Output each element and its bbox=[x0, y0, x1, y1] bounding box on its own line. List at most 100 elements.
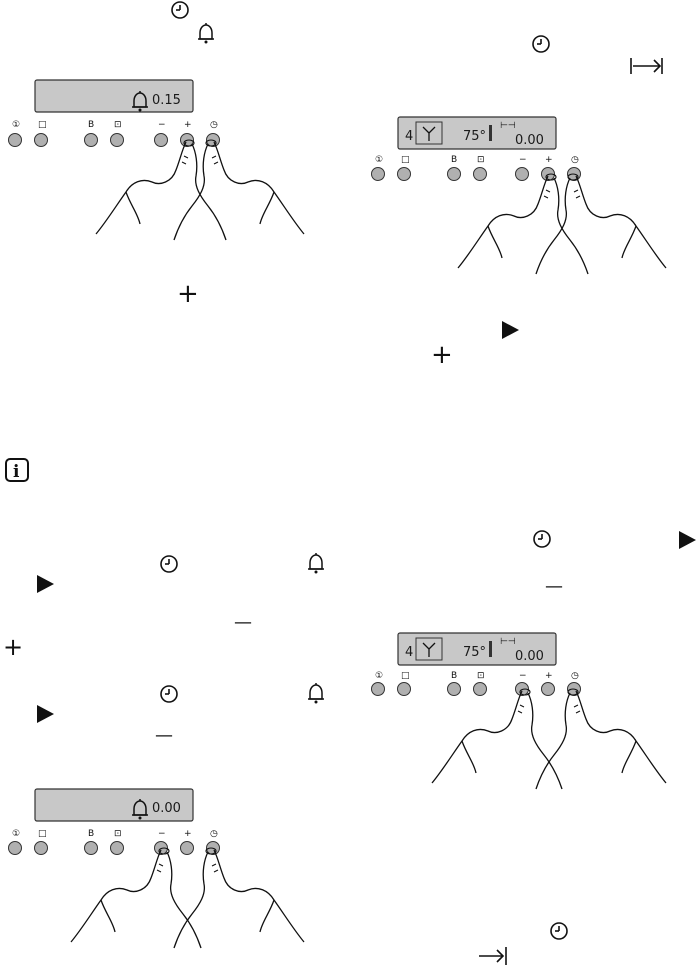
program-key[interactable] bbox=[447, 682, 461, 696]
svg-text:①: ① bbox=[12, 120, 20, 130]
display-level: 4 bbox=[405, 645, 413, 660]
light-key[interactable] bbox=[397, 167, 411, 181]
duration-icon bbox=[630, 58, 663, 74]
right-hand-pressing-plus bbox=[95, 139, 227, 241]
info-icon: i bbox=[5, 458, 29, 482]
light-key[interactable] bbox=[34, 841, 48, 855]
lcd-display bbox=[34, 79, 194, 113]
display-time: 0.00 bbox=[515, 133, 544, 148]
minus-key[interactable] bbox=[515, 167, 529, 181]
light-key[interactable] bbox=[34, 133, 48, 147]
control-panel-alarm-reset: 0.00 ① □ B ⊡ − + ◷ bbox=[8, 788, 305, 949]
minus-symbol: — bbox=[155, 725, 173, 746]
clock-icon bbox=[533, 530, 551, 548]
thermometer-icon bbox=[489, 641, 492, 657]
right-hand-pressing-minus bbox=[70, 847, 202, 949]
svg-text:B: B bbox=[451, 671, 457, 681]
svg-text:−: − bbox=[519, 155, 527, 165]
left-hand-pressing-clock bbox=[535, 173, 667, 275]
plus-symbol: + bbox=[3, 633, 23, 661]
svg-text:◷: ◷ bbox=[571, 671, 579, 681]
plus-symbol: + bbox=[177, 279, 199, 309]
svg-text:□: □ bbox=[38, 829, 47, 839]
plus-key[interactable] bbox=[180, 841, 194, 855]
display-temperature: 75° bbox=[463, 129, 486, 144]
svg-text:□: □ bbox=[401, 671, 410, 681]
svg-text:①: ① bbox=[375, 671, 383, 681]
display-temperature: 75° bbox=[463, 645, 486, 660]
clock-icon bbox=[550, 922, 568, 940]
menu-key[interactable] bbox=[110, 133, 124, 147]
bell-icon bbox=[307, 682, 325, 705]
fan-icon-frame bbox=[415, 637, 443, 661]
menu-key[interactable] bbox=[110, 841, 124, 855]
minus-symbol: — bbox=[234, 612, 252, 633]
bell-icon bbox=[307, 552, 325, 575]
svg-text:−: − bbox=[158, 829, 166, 839]
left-hand-pressing-clock bbox=[173, 847, 305, 949]
clock-icon bbox=[171, 1, 189, 19]
play-icon bbox=[37, 575, 54, 593]
svg-text:B: B bbox=[88, 829, 94, 839]
end-time-icon bbox=[479, 947, 507, 965]
light-key[interactable] bbox=[397, 682, 411, 696]
svg-text:◷: ◷ bbox=[210, 120, 218, 130]
keypad: ① □ B ⊡ − + ◷ bbox=[371, 155, 581, 181]
keypad: ① □ B ⊡ − + ◷ bbox=[8, 120, 220, 147]
svg-text:⊡: ⊡ bbox=[477, 671, 485, 681]
svg-text:⊡: ⊡ bbox=[114, 829, 122, 839]
svg-text:B: B bbox=[451, 155, 457, 165]
svg-text:⊡: ⊡ bbox=[477, 155, 485, 165]
svg-text:①: ① bbox=[12, 829, 20, 839]
svg-text:−: − bbox=[158, 120, 166, 130]
thermometer-icon bbox=[489, 125, 492, 141]
lcd-display bbox=[34, 788, 194, 822]
fan-icon bbox=[422, 642, 436, 657]
svg-text:+: + bbox=[545, 671, 553, 681]
display-time: 0.00 bbox=[515, 649, 544, 664]
on-off-key[interactable] bbox=[8, 841, 22, 855]
clock-icon bbox=[160, 555, 178, 573]
program-key[interactable] bbox=[84, 841, 98, 855]
svg-text:①: ① bbox=[375, 155, 383, 165]
play-icon bbox=[502, 321, 519, 339]
svg-text:B: B bbox=[88, 120, 94, 130]
control-panel-duration-set: 4 75° ⊢⊣ 0.00 ① □ B ⊡ − + ◷ bbox=[371, 116, 667, 275]
svg-text:−: − bbox=[519, 671, 527, 681]
svg-text:◷: ◷ bbox=[571, 155, 579, 165]
control-panel-alarm-set: 0.15 ① □ B ⊡ − + ◷ bbox=[8, 79, 305, 241]
svg-text:+: + bbox=[545, 155, 553, 165]
fan-icon bbox=[422, 126, 436, 141]
svg-text:i: i bbox=[13, 462, 20, 482]
bell-icon bbox=[197, 22, 215, 45]
right-hand-pressing-plus bbox=[457, 173, 589, 275]
play-icon bbox=[37, 705, 54, 723]
plus-key[interactable] bbox=[541, 682, 555, 696]
on-off-key[interactable] bbox=[8, 133, 22, 147]
menu-key[interactable] bbox=[473, 167, 487, 181]
menu-key[interactable] bbox=[473, 682, 487, 696]
svg-text:+: + bbox=[184, 829, 192, 839]
clock-icon bbox=[160, 685, 178, 703]
control-panel-duration-reset: 4 75° ⊢⊣ 0.00 ① □ B ⊡ − + ◷ bbox=[371, 632, 667, 790]
svg-text:□: □ bbox=[401, 155, 410, 165]
program-key[interactable] bbox=[84, 133, 98, 147]
display-time: 0.15 bbox=[152, 93, 181, 108]
svg-text:◷: ◷ bbox=[210, 829, 218, 839]
fan-icon-frame bbox=[415, 121, 443, 145]
lcd-display bbox=[397, 116, 557, 150]
svg-text:⊢⊣: ⊢⊣ bbox=[500, 121, 516, 131]
play-icon bbox=[679, 531, 696, 549]
display-time: 0.00 bbox=[152, 801, 181, 816]
display-level: 4 bbox=[405, 129, 413, 144]
clock-icon bbox=[532, 35, 550, 53]
program-key[interactable] bbox=[447, 167, 461, 181]
minus-key[interactable] bbox=[154, 133, 168, 147]
on-off-key[interactable] bbox=[371, 167, 385, 181]
on-off-key[interactable] bbox=[371, 682, 385, 696]
svg-text:⊢⊣: ⊢⊣ bbox=[500, 637, 516, 647]
left-hand-pressing-clock bbox=[173, 139, 305, 241]
keypad: ① □ B ⊡ − + ◷ bbox=[8, 829, 220, 855]
svg-text:+: + bbox=[184, 120, 192, 130]
